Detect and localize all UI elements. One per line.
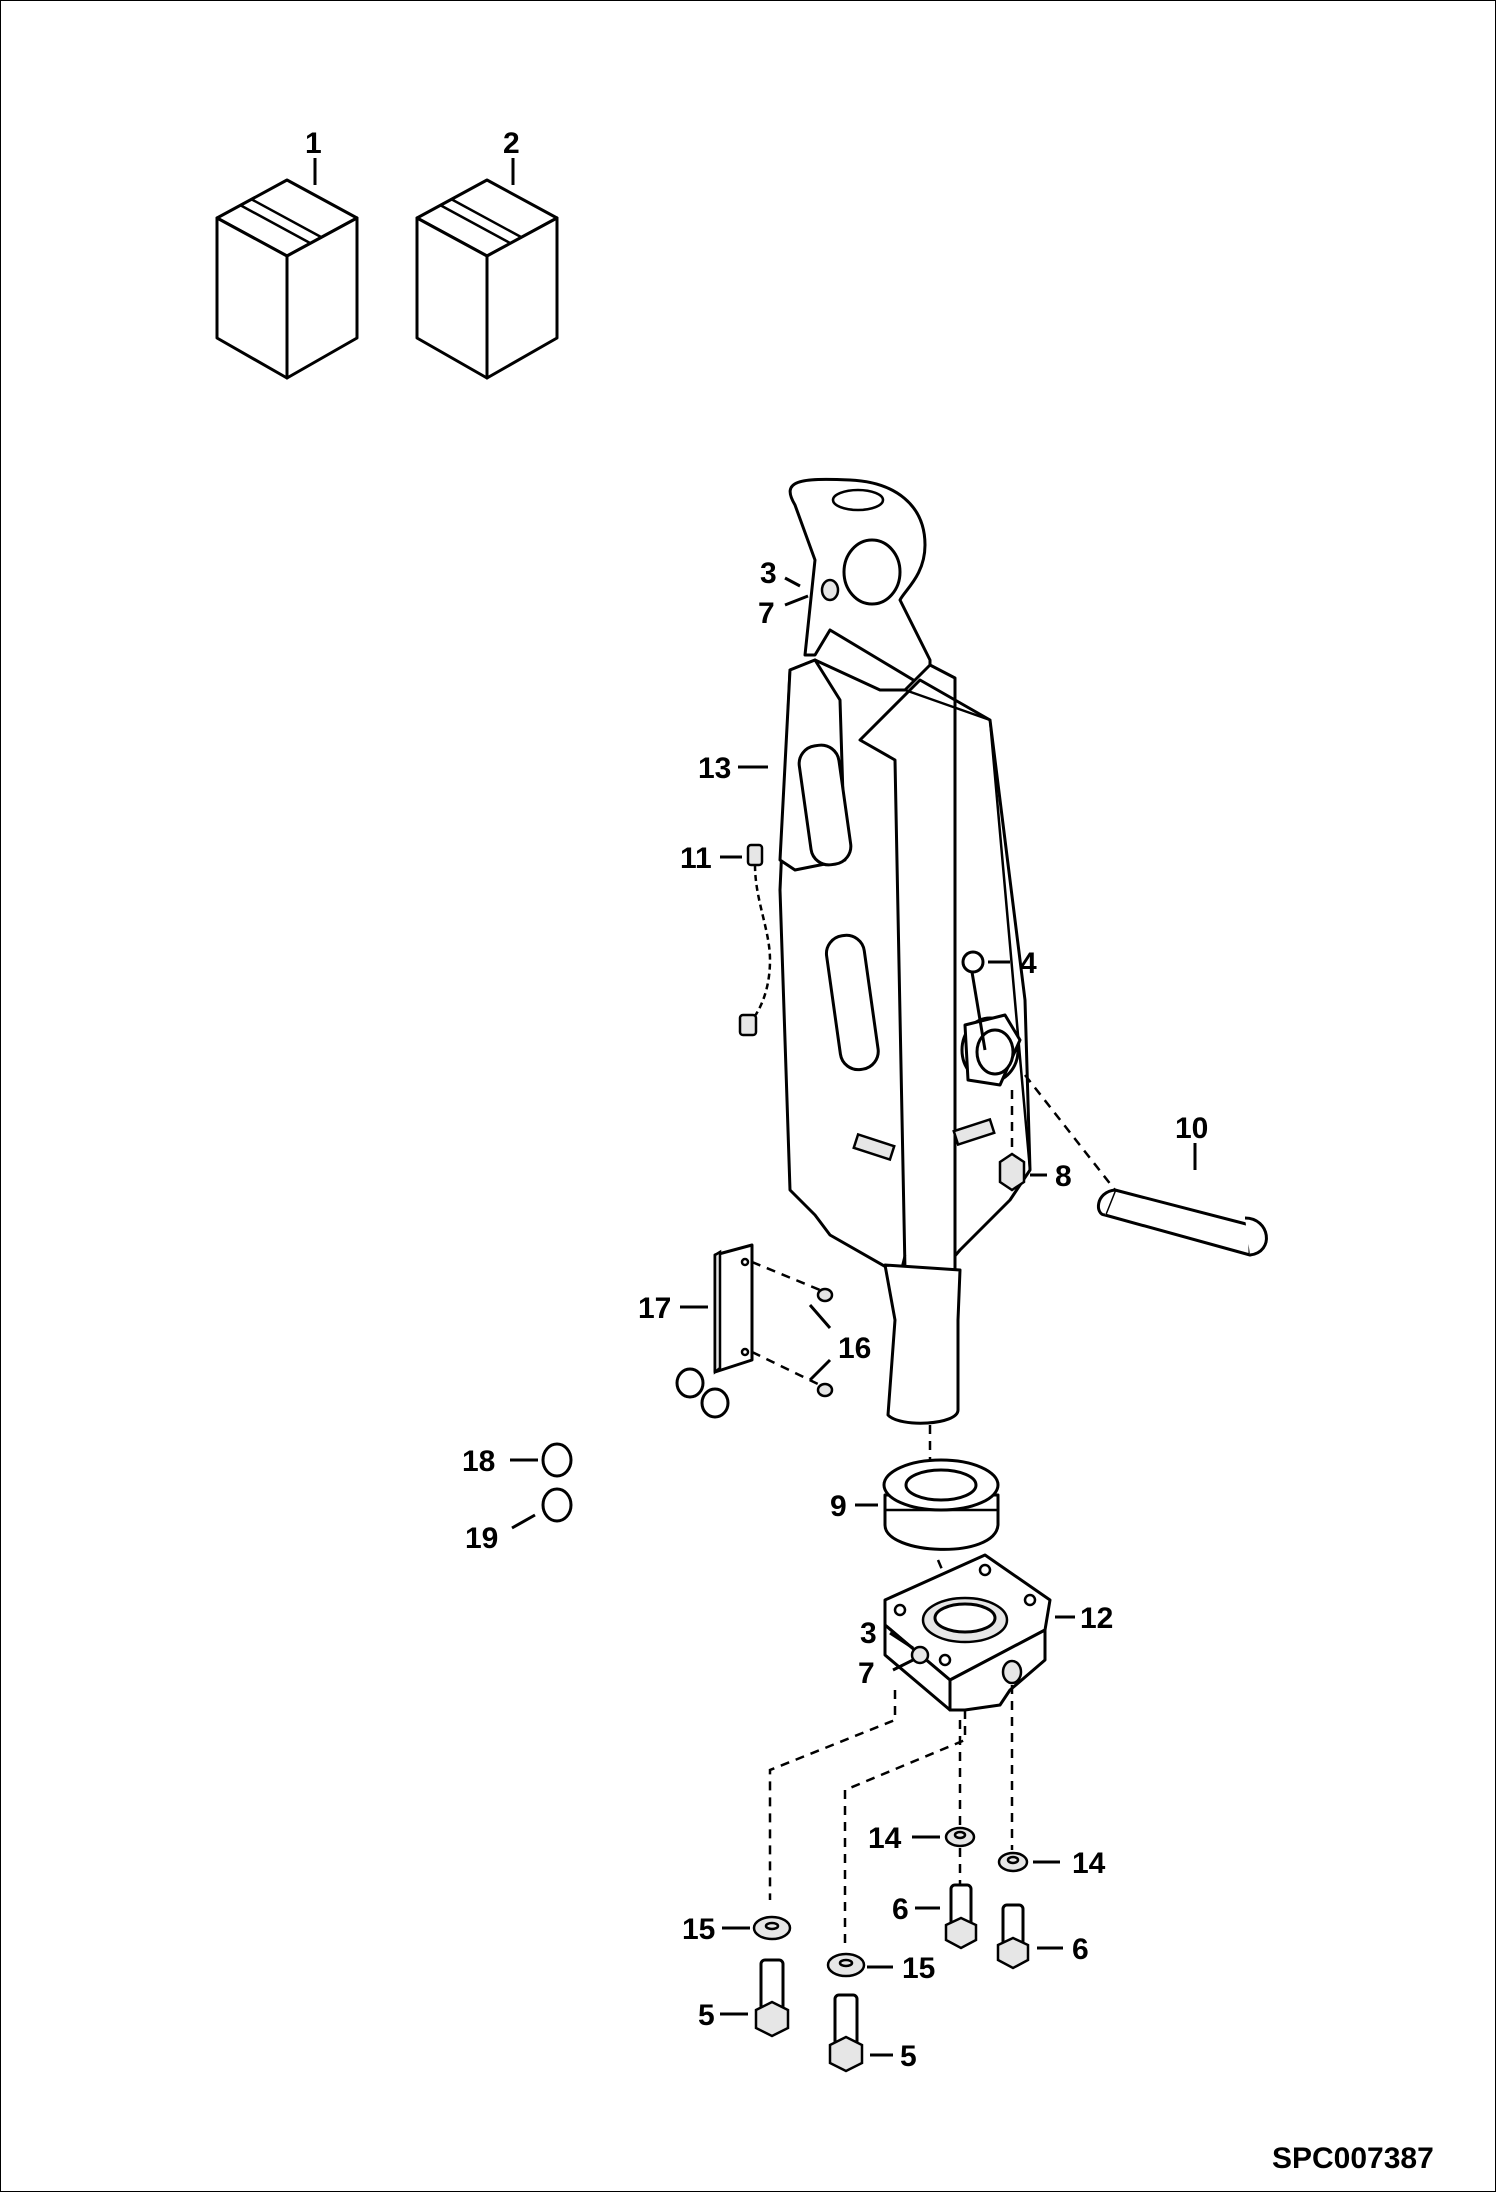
- part-15-washer-a: [752, 1915, 792, 1941]
- callout-7-top: 7: [758, 597, 775, 630]
- callout-11: 11: [680, 842, 712, 875]
- callout-15-left: 15: [682, 1913, 715, 1946]
- callout-16: 16: [838, 1332, 871, 1365]
- callout-5-right: 5: [900, 2040, 917, 2073]
- part-16-screws: [816, 1287, 834, 1398]
- callout-5-left: 5: [698, 1999, 715, 2032]
- part-4-pin: [961, 950, 987, 1051]
- part-10-pin: [1024, 1074, 1268, 1257]
- callout-3-top: 3: [760, 557, 777, 590]
- callout-9: 9: [830, 1490, 847, 1523]
- part-5-bolt-a: [754, 1958, 790, 2038]
- callout-1: 1: [305, 127, 322, 160]
- callout-17: 17: [638, 1292, 671, 1325]
- callout-4: 4: [1020, 947, 1037, 980]
- callout-7-bottom: 7: [858, 1657, 875, 1690]
- part-12-lower-bracket: [883, 1553, 1052, 1712]
- callout-2: 2: [503, 127, 520, 160]
- callout-15-right: 15: [902, 1952, 935, 1985]
- part-5-bolt-b: [828, 1993, 864, 2073]
- leader-lines: [313, 158, 1197, 2057]
- callout-19: 19: [465, 1522, 498, 1555]
- part-14-washer-a: [944, 1826, 976, 1848]
- callout-13: 13: [698, 752, 731, 785]
- callout-6-right: 6: [1072, 1933, 1089, 1966]
- callout-12: 12: [1080, 1602, 1113, 1635]
- part-14-washer-b: [997, 1851, 1029, 1873]
- part-2-box: [415, 178, 559, 380]
- part-13-breaker-housing: [778, 477, 1032, 1425]
- part-18-19-hoses: [541, 1367, 730, 1523]
- callout-14-left: 14: [868, 1822, 902, 1855]
- callout-18: 18: [462, 1445, 495, 1478]
- part-17-plate: [713, 1243, 821, 1387]
- part-1-box: [215, 178, 359, 380]
- callout-14-right: 14: [1072, 1847, 1106, 1880]
- callout-10: 10: [1175, 1112, 1208, 1145]
- part-6-bolt-b: [996, 1903, 1030, 1970]
- callout-3-bottom: 3: [860, 1617, 877, 1650]
- part-3-7-grease-fitting-top: [820, 578, 840, 602]
- part-15-washer-b: [826, 1952, 866, 1978]
- part-11-hose: [738, 843, 772, 1037]
- callout-8: 8: [1055, 1160, 1072, 1193]
- part-6-bolt-a: [944, 1883, 978, 1950]
- part-9-bushing: [882, 1425, 1000, 1601]
- part-8-nut: [998, 1090, 1026, 1192]
- drawing-id: SPC007387: [1272, 2142, 1434, 2175]
- callout-6-left: 6: [892, 1893, 909, 1926]
